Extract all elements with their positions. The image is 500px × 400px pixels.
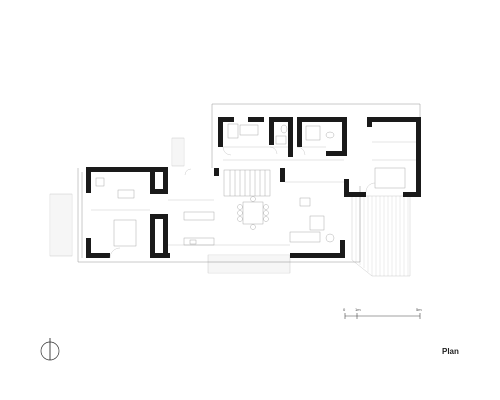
living-furniture <box>289 197 335 243</box>
north-deck <box>171 137 185 167</box>
east-deck <box>351 195 411 277</box>
kitchen-counter <box>183 211 215 246</box>
plan-title: Plan <box>442 347 459 356</box>
walls <box>86 117 421 258</box>
scale-bar: 0 1m 5m <box>343 307 422 319</box>
dining-table <box>237 196 269 230</box>
door-swings <box>109 146 376 259</box>
scale-label-5m: 5m <box>416 307 422 312</box>
north-arrow-icon <box>40 338 60 361</box>
scale-label-0: 0 <box>343 307 346 312</box>
bathroom-fixtures <box>227 123 335 145</box>
bedroom-furniture <box>95 167 406 247</box>
stair <box>223 169 271 197</box>
south-deck <box>207 254 291 274</box>
scale-label-1m: 1m <box>355 307 361 312</box>
roof-outline <box>77 103 421 263</box>
west-deck <box>49 193 73 257</box>
